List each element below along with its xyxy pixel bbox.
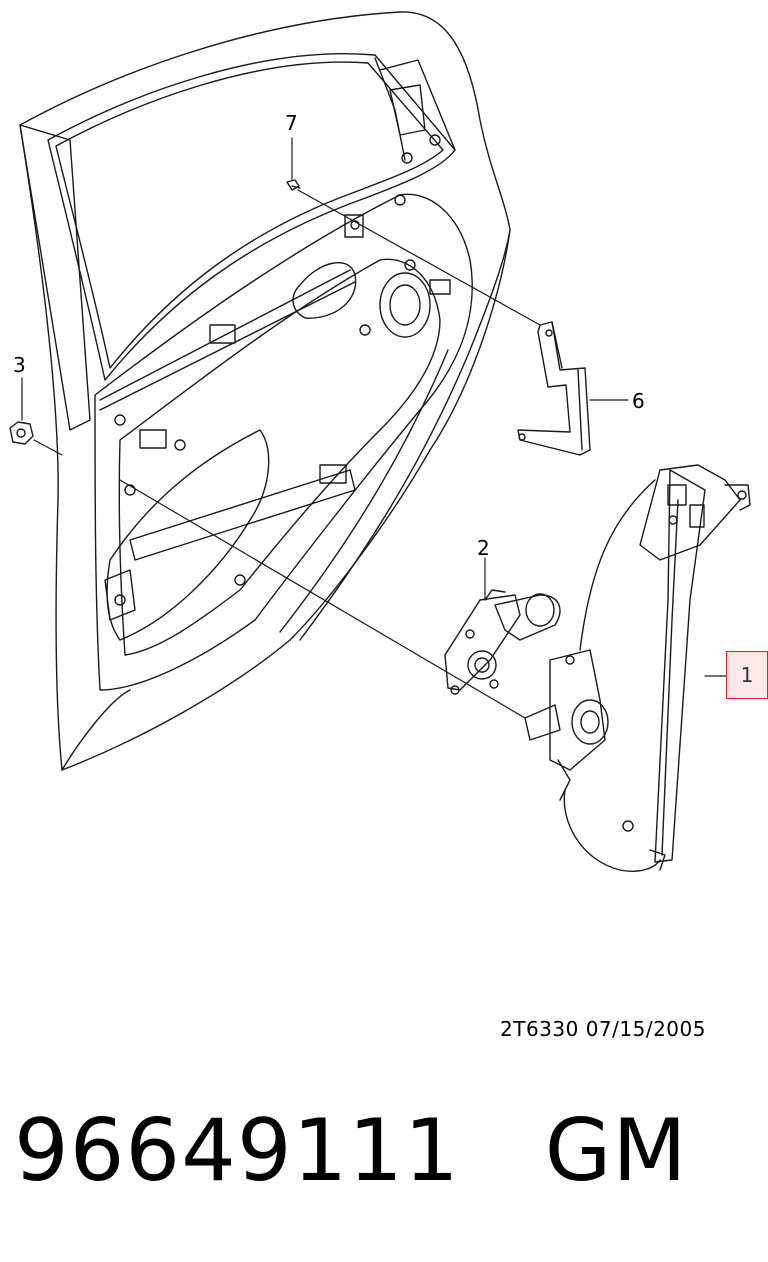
callout-1-highlighted[interactable]: 1 xyxy=(726,651,768,699)
leader-lines xyxy=(21,137,727,719)
brand-label: GM xyxy=(544,1101,688,1201)
bracket-part-6 xyxy=(517,321,591,456)
callout-7: 7 xyxy=(285,111,298,135)
screw-part-7 xyxy=(286,179,301,191)
motor-part-2 xyxy=(444,589,561,695)
nut-part-3 xyxy=(9,421,34,445)
drawing-reference: 2T6330 07/15/2005 xyxy=(500,1017,706,1041)
callout-6: 6 xyxy=(632,389,645,413)
window-regulator-part-1 xyxy=(524,464,751,872)
part-number-line: 96649111 GM xyxy=(14,1108,688,1194)
callout-3: 3 xyxy=(13,353,26,377)
part-number: 96649111 xyxy=(14,1101,460,1201)
exploded-parts-diagram xyxy=(9,11,751,872)
callout-2: 2 xyxy=(477,536,490,560)
inner-door-panel xyxy=(94,193,473,691)
door-panel xyxy=(19,11,511,771)
